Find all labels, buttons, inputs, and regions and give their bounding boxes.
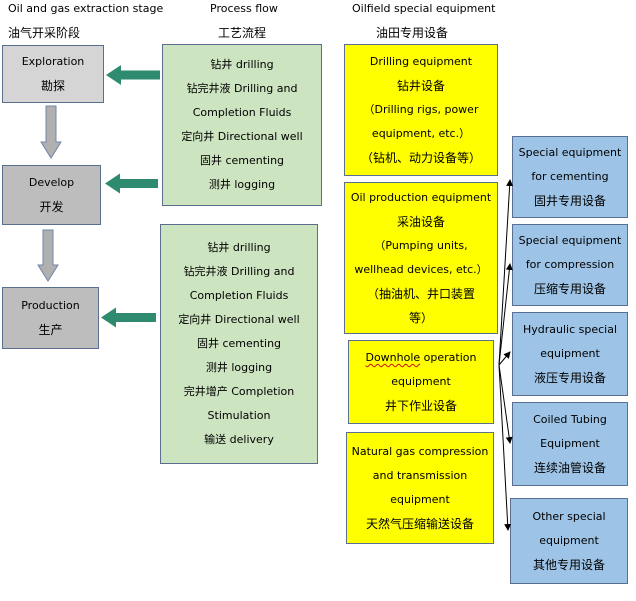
process-bottom-line: 固井 cementing <box>196 337 282 350</box>
special-other: Other special equipment 其他专用设备 <box>510 498 628 584</box>
equipment-line: （抽油机、井口装置 <box>366 287 475 301</box>
process-top-line: 定向井 Directional well <box>181 130 303 143</box>
left-arrow-production <box>101 307 156 328</box>
process-top-line: 钻井 drilling <box>210 58 274 71</box>
special-line: Equipment <box>540 437 600 450</box>
left-arrow-develop <box>105 173 158 194</box>
stage-production: Production 生产 <box>2 287 99 349</box>
equipment-line: 井下作业设备 <box>384 399 457 413</box>
equipment-line: equipment, etc.） <box>371 127 471 140</box>
equipment-downhole: Downhole operation equipment 井下作业设备 <box>348 340 494 424</box>
special-line: equipment <box>540 347 600 360</box>
stage-header-en: Oil and gas extraction stage <box>8 2 164 15</box>
equipment-line: （Drilling rigs, power <box>363 103 479 116</box>
special-line: for compression <box>525 258 615 271</box>
equipment-oil-production: Oil production equipment 采油设备 （Pumping u… <box>344 182 498 334</box>
equipment-line: equipment <box>391 375 451 388</box>
stage-production-en: Production <box>21 299 80 312</box>
process-header-cn: 工艺流程 <box>218 26 267 40</box>
operation-word: operation <box>420 351 477 364</box>
equipment-line: 钻井设备 <box>396 79 445 93</box>
stage-develop-cn: 开发 <box>39 200 64 214</box>
process-top-line: 固井 cementing <box>199 154 285 167</box>
equipment-header-cn: 油田专用设备 <box>376 26 449 40</box>
process-header-en: Process flow <box>210 2 278 15</box>
stage-develop-en: Develop <box>28 176 75 189</box>
stage-exploration-en: Exploration <box>21 55 85 68</box>
equipment-line: and transmission <box>372 469 468 482</box>
process-bottom-line: 输送 delivery <box>204 433 274 446</box>
equipment-drilling: Drilling equipment 钻井设备 （Drilling rigs, … <box>344 44 498 176</box>
stage-exploration-cn: 勘探 <box>40 79 65 93</box>
equipment-line: wellhead devices, etc.） <box>354 263 488 276</box>
process-top-line: 钻完井液 Drilling and <box>186 82 298 95</box>
special-line: 连续油管设备 <box>533 461 606 475</box>
special-hydraulic: Hydraulic special equipment 液压专用设备 <box>512 312 628 396</box>
equipment-line: 天然气压缩输送设备 <box>365 517 474 531</box>
down-arrow-develop-production <box>37 229 59 282</box>
equipment-natural-gas: Natural gas compression and transmission… <box>346 432 494 544</box>
process-box-bottom: 钻井 drilling 钻完井液 Drilling and Completion… <box>160 224 318 464</box>
equipment-line: Downhole operation <box>365 346 476 370</box>
equipment-line: Oil production equipment <box>350 191 492 204</box>
stage-header-cn: 油气开采阶段 <box>8 26 81 40</box>
process-top-line: Completion Fluids <box>192 106 292 119</box>
process-top-line: 测井 logging <box>208 178 276 191</box>
process-bottom-line: 定向井 Directional well <box>178 313 300 326</box>
equipment-line: Natural gas compression <box>351 445 489 458</box>
stage-develop: Develop 开发 <box>2 165 101 225</box>
special-coiled-tubing: Coiled Tubing Equipment 连续油管设备 <box>512 402 628 486</box>
special-line: equipment <box>539 534 599 547</box>
equipment-header-en: Oilfield special equipment <box>352 2 496 15</box>
equipment-line: （钻机、动力设备等） <box>360 151 481 165</box>
process-box-top: 钻井 drilling 钻完井液 Drilling and Completion… <box>162 44 322 206</box>
stage-production-cn: 生产 <box>38 323 63 337</box>
special-line: 液压专用设备 <box>533 371 606 385</box>
special-line: Hydraulic special <box>522 323 618 336</box>
special-line: Special equipment <box>518 146 622 159</box>
special-line: 其他专用设备 <box>532 558 605 572</box>
process-bottom-line: 钻完井液 Drilling and <box>183 265 295 278</box>
downhole-word: Downhole <box>365 351 421 364</box>
equipment-line: （Pumping units, <box>374 239 468 252</box>
stage-exploration: Exploration 勘探 <box>2 45 104 103</box>
process-bottom-line: Stimulation <box>207 409 271 422</box>
equipment-line: equipment <box>390 493 450 506</box>
special-line: Special equipment <box>518 234 622 247</box>
equipment-line: 采油设备 <box>396 215 445 229</box>
special-line: 固井专用设备 <box>533 194 606 208</box>
process-bottom-line: 钻井 drilling <box>207 241 271 254</box>
process-bottom-line: 测井 logging <box>205 361 273 374</box>
equipment-line: 等） <box>408 311 433 325</box>
special-line: for cementing <box>531 170 609 183</box>
equipment-line: Drilling equipment <box>369 55 473 68</box>
fan-connectors <box>498 179 514 531</box>
process-bottom-line: Completion Fluids <box>189 289 289 302</box>
special-line: 压缩专用设备 <box>533 282 606 296</box>
special-line: Other special <box>532 510 606 523</box>
down-arrow-exploration-develop <box>40 105 62 159</box>
left-arrow-exploration <box>106 65 160 85</box>
special-line: Coiled Tubing <box>533 413 607 426</box>
process-bottom-line: 完井增产 Completion <box>183 385 295 398</box>
special-cementing: Special equipment for cementing 固井专用设备 <box>512 136 628 218</box>
